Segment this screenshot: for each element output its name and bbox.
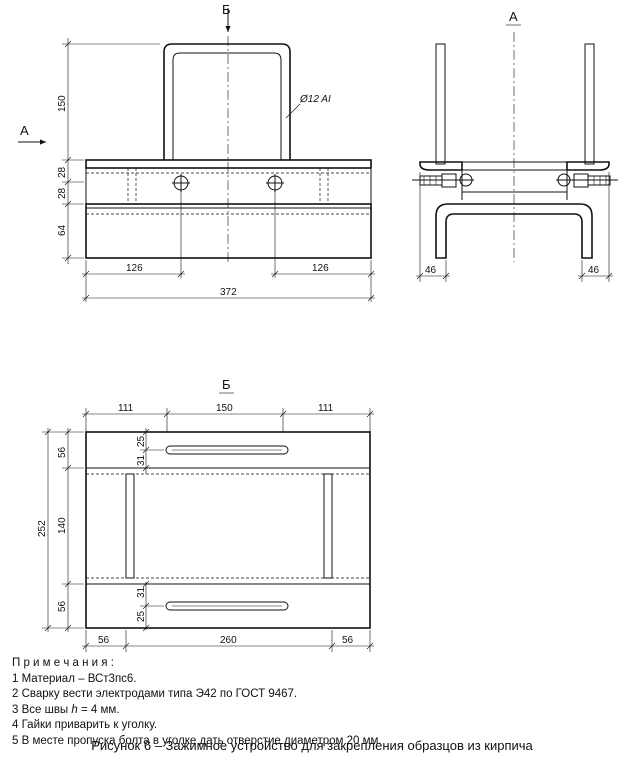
section-b-marker: Б	[222, 2, 231, 17]
dim-150: 150	[57, 95, 68, 112]
dim-252: 252	[37, 520, 48, 537]
top-plate	[85, 159, 372, 169]
post-left	[125, 473, 135, 579]
note-4: 4 Гайки приварить к уголку.	[12, 719, 158, 732]
dim-28-lower: 28	[57, 187, 68, 199]
note-2: 2 Сварку вести электродами типа Э42 по Г…	[12, 688, 298, 701]
rod-left	[435, 43, 446, 165]
note-3: 3 Все швы h = 4 мм.	[12, 703, 120, 716]
dim-31-top: 31	[136, 454, 147, 466]
dim-31-bottom: 31	[136, 586, 147, 598]
plan-outline	[85, 431, 371, 629]
lower-channel	[85, 203, 372, 259]
dim-64: 64	[57, 224, 68, 236]
dim-46-right: 46	[588, 265, 600, 276]
rod-leader	[285, 103, 301, 119]
dim-56-bottom: 56	[57, 600, 68, 612]
front-view: Б А Ø12 AI	[18, 2, 375, 302]
u-rod-inner	[172, 52, 282, 160]
plate-left	[419, 161, 463, 171]
note-5: 5 В месте пропуска болта в уголке дать о…	[12, 734, 382, 747]
plate-right	[566, 161, 610, 171]
notes-block: П р и м е ч а н и я : 1 Материал – ВСт3п…	[12, 656, 612, 750]
dim-56-left: 56	[98, 635, 110, 646]
side-view: А	[412, 9, 618, 282]
note-1: 1 Материал – ВСт3пс6.	[12, 672, 137, 685]
dim-260: 260	[220, 635, 237, 646]
dim-46-left: 46	[425, 265, 437, 276]
side-view-title: А	[509, 9, 518, 24]
dim-126-left: 126	[126, 263, 143, 274]
slot-top	[165, 445, 289, 455]
dim-25-top: 25	[136, 435, 147, 447]
slot-bottom	[165, 601, 289, 611]
dim-126-right: 126	[312, 263, 329, 274]
section-a-marker: А	[20, 123, 29, 138]
dim-140: 140	[57, 517, 68, 534]
notes-heading: П р и м е ч а н и я :	[12, 657, 114, 669]
dim-56-right: 56	[342, 635, 354, 646]
dim-111-left: 111	[118, 403, 134, 414]
dim-111-right: 111	[318, 403, 334, 414]
dim-25-bottom: 25	[136, 610, 147, 622]
figure-caption: Рисунок 6 – Зажимное устройство для закр…	[91, 738, 533, 753]
dim-372: 372	[220, 287, 237, 298]
rod-right	[584, 43, 595, 165]
dim-28-upper: 28	[57, 166, 68, 178]
plan-view-title: Б	[222, 377, 231, 392]
u-rod-outer	[163, 43, 291, 160]
post-right	[323, 473, 333, 579]
rod-label: Ø12 AI	[299, 94, 331, 105]
dim-56-top: 56	[57, 446, 68, 458]
side-channel	[435, 203, 593, 259]
dim-150-top: 150	[216, 403, 233, 414]
plan-view: Б 111 150 111	[37, 377, 374, 652]
